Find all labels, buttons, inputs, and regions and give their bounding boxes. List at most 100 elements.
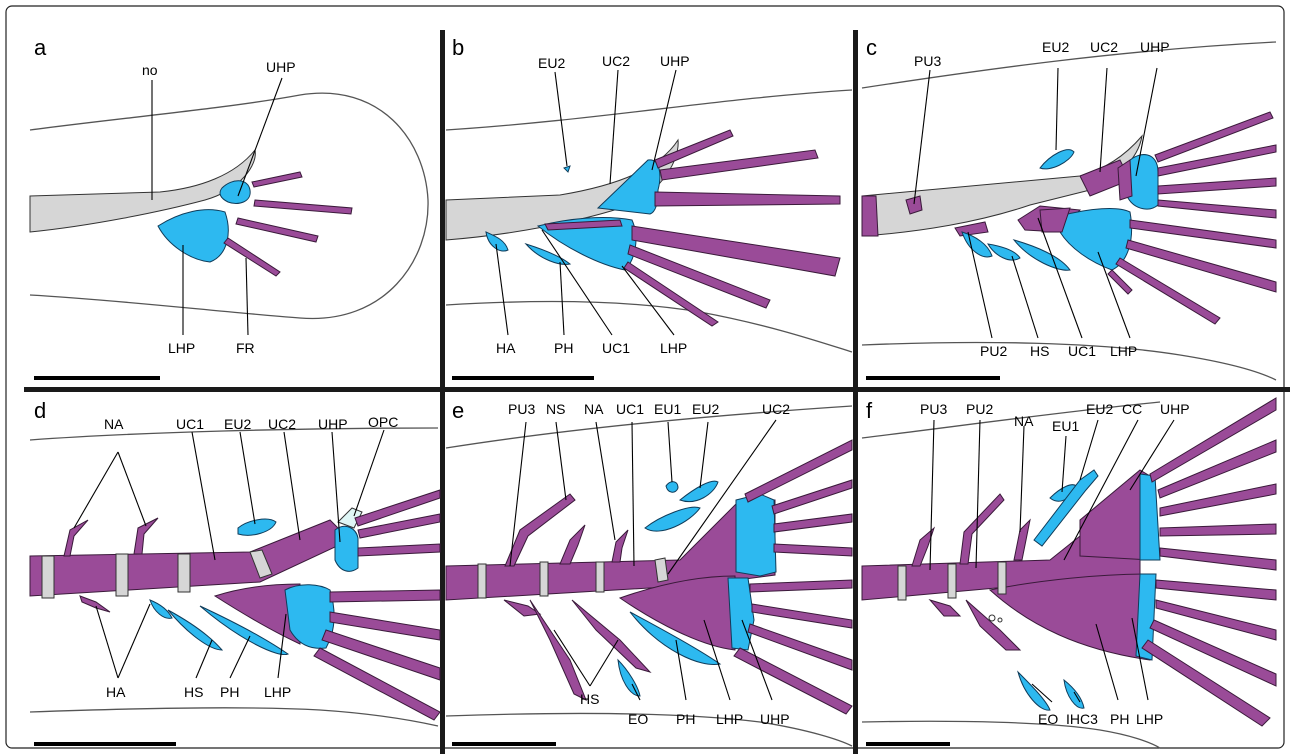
epural-2 [678,480,719,502]
label-uhp: UHP [760,711,790,727]
label-uhp: UHP [660,53,690,69]
label-uhp: UHP [266,59,296,75]
leader-line [741,619,773,701]
fin-ray [253,199,353,215]
fin-ray [1125,239,1277,293]
label-uc1: UC1 [176,416,204,432]
fin-ray [1141,639,1271,727]
fish-outline [861,341,1277,381]
fin-ray [773,543,853,557]
label-lhp: LHP [264,684,291,700]
label-ihc3: IHC3 [1066,711,1098,727]
leader-line [609,69,619,185]
hemal-spine [987,243,1021,261]
panel-b: b EU2 UC2 UHP HA PH UC1 LHP [445,35,853,380]
leader-line [589,639,619,687]
foramen [988,614,996,622]
label-pu2: PU2 [966,401,993,417]
fin-ray [1107,269,1133,295]
fin-ray [1157,199,1277,219]
hemal-spine [928,599,962,617]
leader-line [1079,419,1099,481]
leader-line [1037,217,1083,339]
label-ph: PH [554,340,573,356]
label-uhp: UHP [1140,39,1170,55]
fin-ray [313,647,441,721]
leader-line [1099,67,1108,173]
intervertebral-space [997,561,1007,595]
label-pu2: PU2 [980,343,1007,359]
hemal-spine [961,231,993,258]
fin-ray [1129,219,1277,249]
neural-spine [504,493,576,567]
leader-line [1031,683,1053,703]
leader-line [277,613,287,679]
leader-line [95,605,119,679]
parhypural-cartilage [629,611,722,666]
epural [563,165,571,173]
label-eu2: EU2 [224,416,251,432]
intervertebral-space [595,561,605,593]
neural-arch [63,519,89,557]
leader-line [929,419,935,571]
leader-line [595,421,616,541]
fish-outline [861,720,1161,749]
intervertebral-space [115,553,129,597]
label-hs: HS [184,684,203,700]
opisthural-cartilage [337,507,363,529]
leader-line [1135,67,1158,177]
leader-line [675,639,687,701]
fin-ray [1155,579,1277,601]
label-eu2: EU2 [1086,401,1113,417]
leader-line [1073,691,1081,703]
label-uhp: UHP [318,416,348,432]
label-uhp: UHP [1160,401,1190,417]
label-uc2: UC2 [762,401,790,417]
scale-bar [34,376,160,380]
leader-line [117,451,147,527]
leader-line [195,639,213,679]
fin-ray [1149,619,1277,687]
leader-line [245,257,249,336]
vertebral-column [445,499,776,601]
leader-line [631,421,635,567]
label-fr: FR [236,340,255,356]
fin-ray [1149,397,1277,483]
fin-ray [659,149,819,181]
fin-ray [321,629,441,681]
epural-1 [665,481,679,493]
label-pu3: PU3 [920,401,947,417]
fin-ray [1115,257,1221,325]
fin-ray [357,513,441,539]
intervertebral-space [177,553,191,593]
intervertebral-space [654,557,669,583]
leader-line [331,431,341,543]
label-lhp: LHP [660,340,687,356]
leader-line [229,635,251,679]
leader-line [1055,67,1059,151]
intervertebral-space [249,549,273,579]
label-ph: PH [1110,711,1129,727]
label-ha: HA [106,684,126,700]
leader-line [621,265,675,336]
panel-letter: f [866,398,873,423]
fin-ray [235,217,319,243]
leader-line [117,603,151,679]
leader-line [1129,419,1175,491]
label-pu3: PU3 [914,53,941,69]
neural-arch [133,517,159,555]
divider-horizontal [24,387,1290,392]
hemal-spine [167,609,224,651]
leader-line [913,69,931,205]
label-na: NA [584,401,604,417]
fin-ray [1159,483,1277,517]
label-eu1: EU1 [654,401,681,417]
panel-letter: a [34,35,47,60]
fish-outline [861,41,1277,89]
leader-line [553,629,591,687]
foramen [997,617,1003,623]
leader-line [1095,623,1119,701]
intervertebral-space [897,565,907,601]
label-eu2: EU2 [692,401,719,417]
leader-line [1097,251,1131,339]
